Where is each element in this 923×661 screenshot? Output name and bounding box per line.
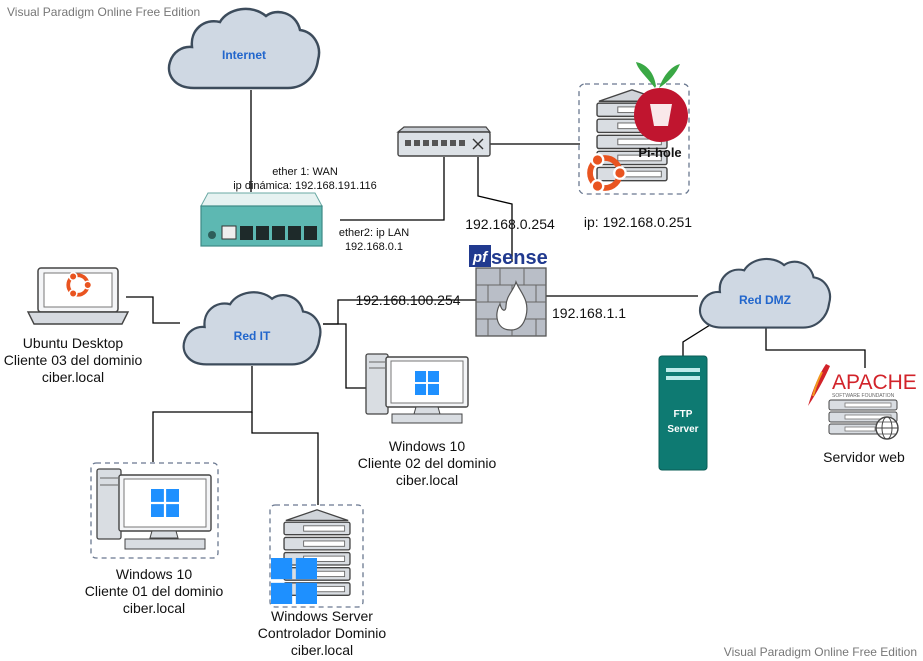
- ubuntu-line3: ciber.local: [42, 369, 104, 385]
- link-ubuntu-redit: [126, 296, 180, 324]
- firewall-icon: [475, 267, 547, 337]
- link-redit-client1: [152, 366, 253, 462]
- link-switch-pfsense: [477, 157, 513, 262]
- pfsense-pf: pf: [472, 249, 489, 266]
- label-switch-pfsense: 192.168.0.254: [465, 216, 555, 232]
- client01-line1: Windows 10: [116, 566, 192, 582]
- server-line2: Controlador Dominio: [258, 625, 387, 641]
- client02-line2: Cliente 02 del dominio: [358, 455, 497, 471]
- pihole-label: Pi-hole: [638, 145, 681, 160]
- connections: [126, 90, 866, 505]
- windows-client-01: [90, 462, 219, 559]
- windows-client-02: [365, 353, 469, 424]
- router-icon: [200, 192, 323, 247]
- internet-label: Internet: [222, 48, 266, 62]
- link-dmz-ftp: [682, 324, 711, 356]
- pfsense-sense: sense: [491, 247, 548, 269]
- pfsense-logo: pf sense: [469, 245, 548, 269]
- apache-logo-text: APACHE: [832, 371, 917, 394]
- apache-tagline: SOFTWARE FOUNDATION: [832, 393, 895, 399]
- label-pfsense-redit: 192.168.100.254: [355, 292, 460, 308]
- web-server-label: Servidor web: [823, 449, 905, 465]
- label-pfsense-dmz: 192.168.1.1: [552, 305, 626, 321]
- router-lan-line1: ether2: ip LAN: [339, 227, 409, 239]
- link-redit-client2: [323, 323, 366, 389]
- red-dmz-label: Red DMZ: [739, 293, 791, 307]
- server-line1: Windows Server: [271, 608, 373, 624]
- pihole-logo: [634, 62, 688, 142]
- ubuntu-line2: Cliente 03 del dominio: [4, 352, 143, 368]
- client01-line2: Cliente 01 del dominio: [85, 583, 224, 599]
- red-dmz-cloud: Red DMZ: [698, 257, 832, 329]
- red-it-label: Red IT: [234, 329, 271, 343]
- pihole-ip: ip: 192.168.0.251: [584, 214, 692, 230]
- pihole-server: Pi-hole: [578, 62, 690, 194]
- ftp-line1: FTP: [674, 409, 693, 420]
- client02-line1: Windows 10: [389, 438, 465, 454]
- client01-line3: ciber.local: [123, 600, 185, 616]
- ubuntu-laptop: [26, 267, 130, 325]
- internet-cloud: Internet: [167, 7, 321, 90]
- client02-line3: ciber.local: [396, 472, 458, 488]
- windows-server: [269, 504, 364, 608]
- switch-icon: [396, 126, 492, 157]
- router-wan-line2: ip dinámica: 192.168.191.116: [233, 180, 377, 192]
- router-wan-line1: ether 1: WAN: [272, 166, 338, 178]
- watermark-top: Visual Paradigm Online Free Edition: [7, 5, 200, 19]
- link-redit-server: [251, 412, 319, 505]
- link-router-switch: [340, 157, 445, 221]
- link-dmz-web: [765, 325, 866, 368]
- watermark-bottom: Visual Paradigm Online Free Edition: [724, 645, 917, 659]
- ftp-server: FTP Server: [658, 355, 708, 471]
- ubuntu-line1: Ubuntu Desktop: [23, 335, 124, 351]
- server-line3: ciber.local: [291, 642, 353, 658]
- globe-icon: [875, 416, 899, 440]
- ftp-line2: Server: [667, 424, 698, 435]
- apache-server: APACHE SOFTWARE FOUNDATION: [808, 364, 917, 440]
- red-it-cloud: Red IT: [182, 291, 322, 366]
- apache-feather-icon: [808, 364, 830, 406]
- router-lan-line2: 192.168.0.1: [345, 241, 403, 253]
